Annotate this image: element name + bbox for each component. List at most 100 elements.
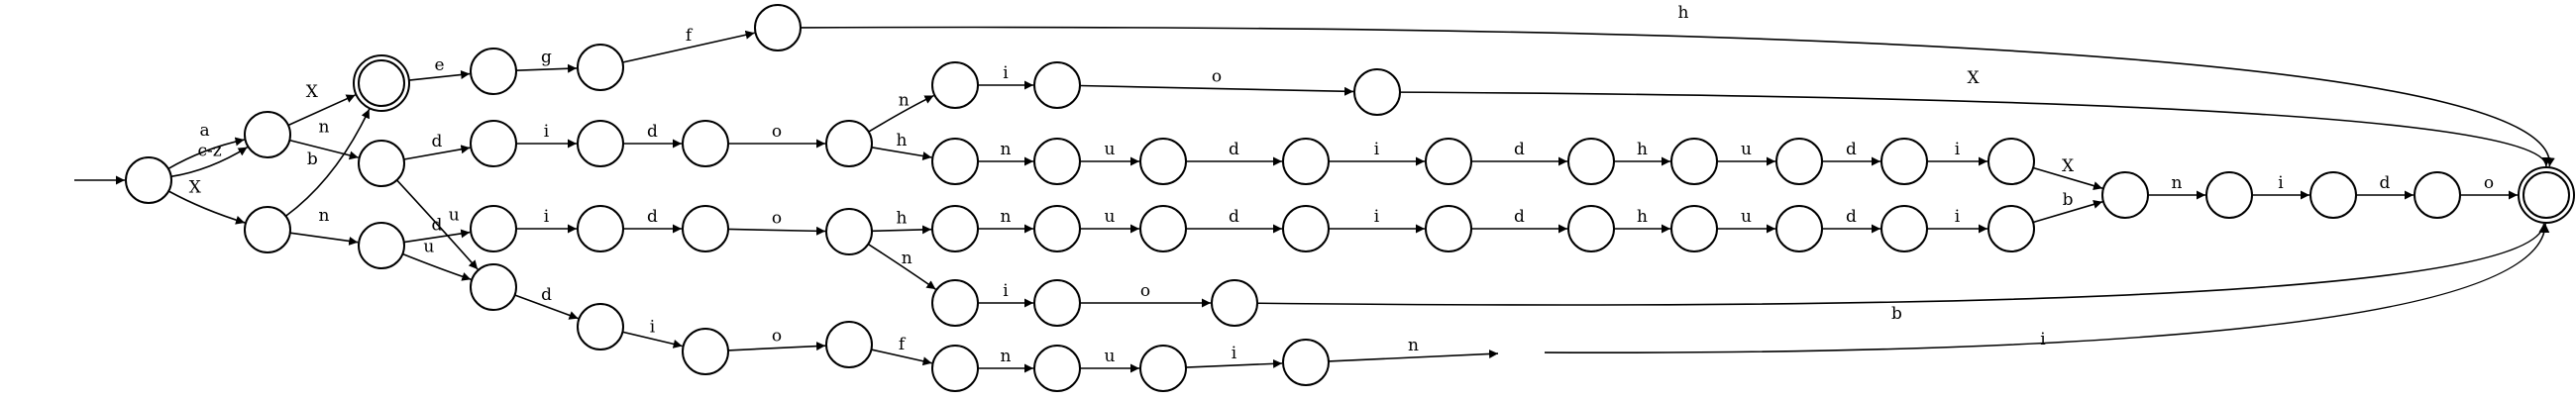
state-b7 xyxy=(1211,279,1258,327)
transition-label: d xyxy=(432,132,443,151)
transition-n2-b1 xyxy=(402,252,472,281)
state-l10 xyxy=(1670,205,1718,252)
transition-label: d xyxy=(1846,140,1857,159)
transition-label: o xyxy=(772,208,782,228)
state-s1 xyxy=(244,111,291,158)
transition-label: h xyxy=(1678,3,1689,23)
transition-o1-p1 xyxy=(868,94,934,133)
transition-label: u xyxy=(1741,140,1752,159)
state-o1 xyxy=(825,120,873,167)
transition-label: i xyxy=(1374,140,1380,159)
state-u10 xyxy=(1987,138,2035,185)
transition-p3-final xyxy=(1399,91,2551,167)
transition-label: i xyxy=(650,317,656,337)
transition-label: i xyxy=(1003,281,1009,301)
state-d2 xyxy=(577,120,624,167)
transition-label: d xyxy=(2380,173,2391,193)
state-u5 xyxy=(1425,138,1472,185)
state-e2 xyxy=(577,44,624,91)
state-u3 xyxy=(1139,138,1187,185)
state-b3 xyxy=(682,328,729,375)
transition-n1-d1 xyxy=(403,145,471,160)
transition-label: X xyxy=(1967,68,1980,88)
transition-p2-p3 xyxy=(1079,84,1354,96)
transition-label: u xyxy=(423,238,434,257)
transition-label: i xyxy=(1232,344,1237,363)
transition-label: u xyxy=(1105,140,1116,159)
state-u8 xyxy=(1775,138,1823,185)
transition-label: i xyxy=(544,122,550,142)
transition-start-s1 xyxy=(167,137,245,170)
transition-b3-b4 xyxy=(727,342,826,351)
state-u9 xyxy=(1880,138,1928,185)
state-s2 xyxy=(244,206,291,253)
transition-label: n xyxy=(319,117,330,137)
transition-label: a xyxy=(200,121,210,141)
state-p1 xyxy=(931,61,979,109)
state-b9 xyxy=(1033,345,1081,392)
transition-o2-l4 xyxy=(871,225,932,235)
state-p3 xyxy=(1353,68,1401,116)
state-l12 xyxy=(1880,205,1928,252)
state-l6 xyxy=(1139,205,1187,252)
state-b4 xyxy=(825,321,873,368)
state-l2 xyxy=(577,205,624,252)
transition-label: u xyxy=(449,205,460,225)
transition-label: d xyxy=(647,122,658,142)
transition-label: u xyxy=(1741,207,1752,227)
state-u4 xyxy=(1282,138,1330,185)
transition-label: d xyxy=(647,207,658,227)
transition-start-s2 xyxy=(167,190,246,225)
transition-o1-u1 xyxy=(871,147,932,160)
transition-n1-b1 xyxy=(396,179,479,270)
state-b6 xyxy=(1033,279,1081,327)
transition-u12-l14 xyxy=(1328,350,1499,362)
state-u6 xyxy=(1567,138,1615,185)
transition-s2-acc1 xyxy=(284,108,371,217)
transition-l13-merge xyxy=(2032,200,2103,224)
state-l3 xyxy=(682,205,729,252)
state-merge xyxy=(2101,171,2149,219)
transition-label: h xyxy=(897,131,908,150)
transition-label: h xyxy=(897,209,908,229)
state-l8 xyxy=(1425,205,1472,252)
state-l7 xyxy=(1282,205,1330,252)
state-o2 xyxy=(825,208,873,255)
transition-o2-b5 xyxy=(867,243,936,290)
transition-label: d xyxy=(1229,207,1239,227)
state-e3 xyxy=(754,4,802,51)
transition-label: g xyxy=(541,48,552,67)
transition-label: X xyxy=(2062,156,2075,176)
transition-acc1-e1 xyxy=(408,70,471,81)
transition-label: u xyxy=(1105,207,1116,227)
state-u7 xyxy=(1670,138,1718,185)
transition-label: o xyxy=(1140,281,1150,301)
transition-label: i xyxy=(1955,207,1961,227)
transition-label: n xyxy=(1001,207,1012,227)
state-d1 xyxy=(470,120,517,167)
state-u2 xyxy=(1033,138,1081,185)
transition-label: n xyxy=(1001,347,1012,366)
transition-label: o xyxy=(1212,66,1222,86)
state-u1 xyxy=(931,138,979,185)
state-m3 xyxy=(2414,171,2461,219)
state-b5 xyxy=(931,279,979,327)
transition-label: d xyxy=(1514,207,1525,227)
state-n2 xyxy=(358,222,405,269)
transition-label: d xyxy=(1514,140,1525,159)
transition-label: h xyxy=(1637,207,1648,227)
transition-b1-b2 xyxy=(514,294,579,320)
transition-label: n xyxy=(899,90,910,110)
transition-label: n xyxy=(2172,173,2183,193)
transition-label: e xyxy=(434,55,444,75)
state-p2 xyxy=(1033,61,1081,109)
transition-label: n xyxy=(1001,140,1012,159)
transition-e3-final xyxy=(800,26,2555,167)
transition-s1-acc1 xyxy=(287,94,356,127)
transition-n2-l1 xyxy=(403,229,471,244)
state-m2 xyxy=(2309,171,2357,219)
transition-label: i xyxy=(2278,173,2284,193)
transitions-layer xyxy=(74,26,2555,373)
